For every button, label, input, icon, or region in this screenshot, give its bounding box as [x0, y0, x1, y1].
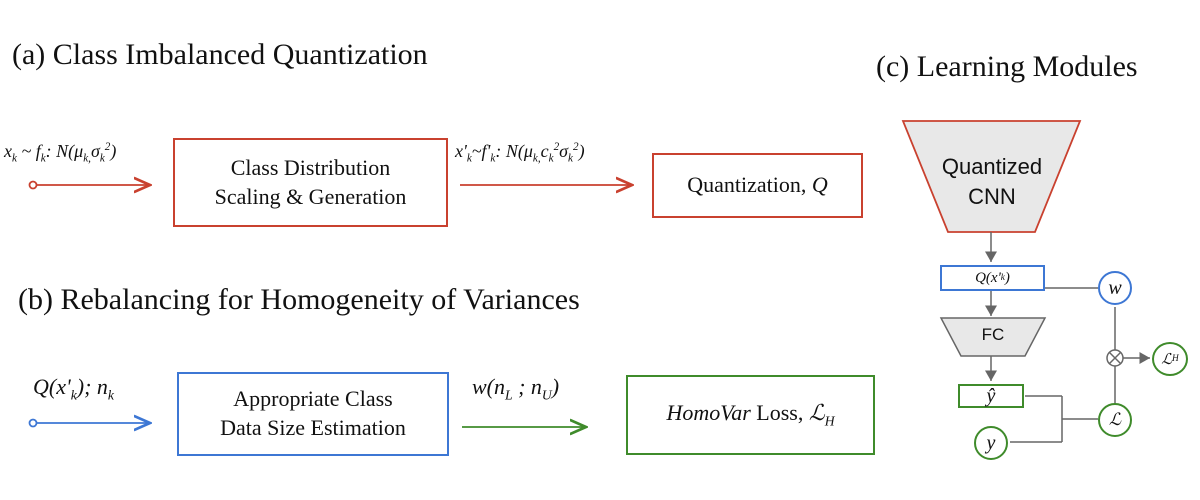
arrow-b-input: [28, 420, 151, 427]
loss-text: Loss,: [750, 400, 809, 426]
section-c-title: (c) Learning Modules: [876, 50, 1138, 83]
cnn-label-line1: Quantized: [941, 154, 1043, 179]
input-distribution-label: xk ~ fk: N(μk,σk2): [4, 141, 117, 165]
weight-w-circle: w: [1098, 271, 1132, 305]
homovar-text: HomoVar: [666, 400, 751, 426]
section-b-title: (b) Rebalancing for Homogeneity of Varia…: [18, 283, 580, 316]
fc-shape: [939, 317, 1047, 357]
class-data-size-estimation-box: Appropriate Class Data Size Estimation: [177, 372, 449, 456]
quantized-feature-box: Q(x'k): [940, 265, 1045, 291]
quantization-box: Quantization, Q: [652, 153, 863, 218]
scaling-box-line1: Class Distribution: [230, 154, 391, 180]
ground-truth-y-circle: y: [974, 426, 1008, 460]
arrow-a-input: [28, 182, 151, 189]
estimation-box-line1: Appropriate Class: [233, 386, 393, 412]
quantized-input-label: Q(x'k); nk: [33, 374, 114, 403]
quantization-box-text: Quantization,: [687, 172, 812, 198]
quantized-cnn-label: Quantized CNN: [933, 152, 1051, 211]
loss-h-symbol: ℒH: [808, 400, 835, 429]
section-a-title: (a) Class Imbalanced Quantization: [12, 38, 428, 71]
homovar-loss-box: HomoVar Loss, ℒH: [626, 375, 875, 455]
quantized-cnn-shape: [901, 120, 1082, 233]
bracket-to-loss: [1010, 395, 1098, 443]
multiply-symbol: [1106, 349, 1124, 367]
quantization-symbol: Q: [811, 172, 828, 198]
fc-label: FC: [981, 325, 1005, 344]
weight-label: w(nL ; nU): [472, 374, 560, 403]
cnn-label-line2: CNN: [968, 183, 1016, 209]
estimation-box-line2: Data Size Estimation: [220, 415, 406, 440]
y-hat-box: ŷ: [958, 384, 1024, 408]
loss-circle: ℒ: [1098, 403, 1132, 437]
class-distribution-scaling-box: Class Distribution Scaling & Generation: [173, 138, 448, 227]
scaled-distribution-label: x'k~f'k: N(μk,ck2σk2): [455, 141, 585, 165]
scaling-box-line2: Scaling & Generation: [214, 183, 407, 209]
